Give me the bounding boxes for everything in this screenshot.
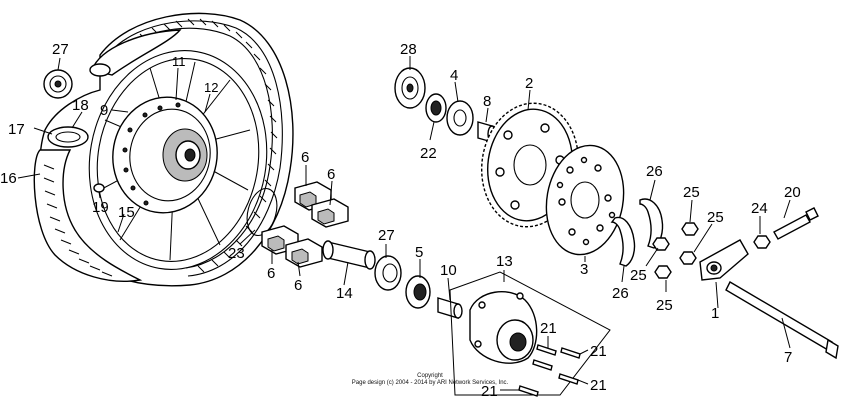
lock-plates-26 <box>610 198 664 267</box>
valve-19 <box>93 183 105 193</box>
copyright-notice: Copyright Page design (c) 2004 - 2014 by… <box>300 373 560 387</box>
bearing-27-left <box>43 69 73 99</box>
label-6-d: 6 <box>294 277 302 294</box>
collar-10 <box>437 297 463 319</box>
oil-seal-22 <box>425 93 447 123</box>
leader-lines <box>17 56 791 391</box>
label-1: 1 <box>711 305 719 322</box>
label-14: 14 <box>336 285 353 302</box>
label-26-b: 26 <box>612 285 629 302</box>
label-26-a: 26 <box>646 163 663 180</box>
rear-tire <box>39 12 294 287</box>
bolt-20 <box>773 207 819 240</box>
label-24: 24 <box>751 200 768 217</box>
disc-plate-3 <box>545 144 625 256</box>
label-20: 20 <box>784 184 801 201</box>
label-12: 12 <box>204 80 218 95</box>
label-7: 7 <box>784 349 792 366</box>
o-ring-23 <box>246 187 278 237</box>
chain-adjuster-1 <box>699 239 749 281</box>
copyright-title: Copyright <box>417 373 443 379</box>
label-9: 9 <box>100 102 108 119</box>
label-3: 3 <box>580 261 588 278</box>
label-13: 13 <box>496 253 513 270</box>
final-driven-flange-13 <box>449 271 611 396</box>
nut-24 <box>753 235 771 249</box>
bearing-28 <box>394 67 426 109</box>
copyright-text: Page design (c) 2004 - 2014 by ARI Netwo… <box>351 380 509 386</box>
label-18: 18 <box>72 97 89 114</box>
damper-rubbers <box>261 181 349 268</box>
label-8: 8 <box>483 93 491 110</box>
rim-band <box>47 126 89 148</box>
bearing-4 <box>446 100 474 136</box>
label-28: 28 <box>400 41 417 58</box>
tire-section <box>33 149 143 282</box>
label-22: 22 <box>420 145 437 162</box>
label-2: 2 <box>525 75 533 92</box>
label-23: 23 <box>228 245 245 262</box>
label-21-a: 21 <box>540 320 557 337</box>
label-21-d: 21 <box>481 383 498 400</box>
label-25-a: 25 <box>683 184 700 201</box>
label-6-b: 6 <box>327 166 335 183</box>
label-25-b: 25 <box>707 209 724 226</box>
label-5: 5 <box>415 244 423 261</box>
part-number-labels: 27 11 12 9 18 17 16 19 15 23 6 6 6 6 14 … <box>0 41 801 400</box>
label-17: 17 <box>8 121 25 138</box>
label-16: 16 <box>0 170 17 187</box>
oil-seal-5 <box>405 275 431 309</box>
label-11: 11 <box>172 54 186 69</box>
label-25-c: 25 <box>630 267 647 284</box>
spacer-14 <box>322 240 376 270</box>
label-27-bearing-right: 27 <box>378 227 395 244</box>
nuts-25 <box>652 222 699 279</box>
label-19: 19 <box>92 199 109 216</box>
label-10: 10 <box>440 262 457 279</box>
label-27-bearing-left: 27 <box>52 41 69 58</box>
label-25-d: 25 <box>656 297 673 314</box>
bearing-27-right <box>374 255 402 291</box>
tube-upper <box>89 29 182 77</box>
axle-7 <box>725 281 839 360</box>
label-21-c: 21 <box>590 377 607 394</box>
label-6-c: 6 <box>267 265 275 282</box>
label-21-b: 21 <box>590 343 607 360</box>
label-4: 4 <box>450 67 458 84</box>
studs-21 <box>518 344 581 397</box>
label-15: 15 <box>118 204 135 221</box>
label-6-a: 6 <box>301 149 309 166</box>
